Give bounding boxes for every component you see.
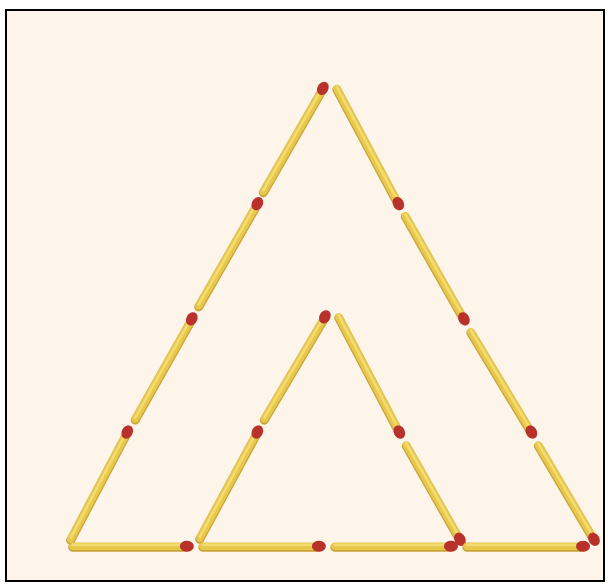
match-head xyxy=(312,541,326,552)
match-head xyxy=(180,541,194,552)
puzzle-frame xyxy=(5,9,605,582)
matchstick-board xyxy=(7,11,603,580)
match-head xyxy=(444,541,458,552)
match-head xyxy=(576,541,590,552)
